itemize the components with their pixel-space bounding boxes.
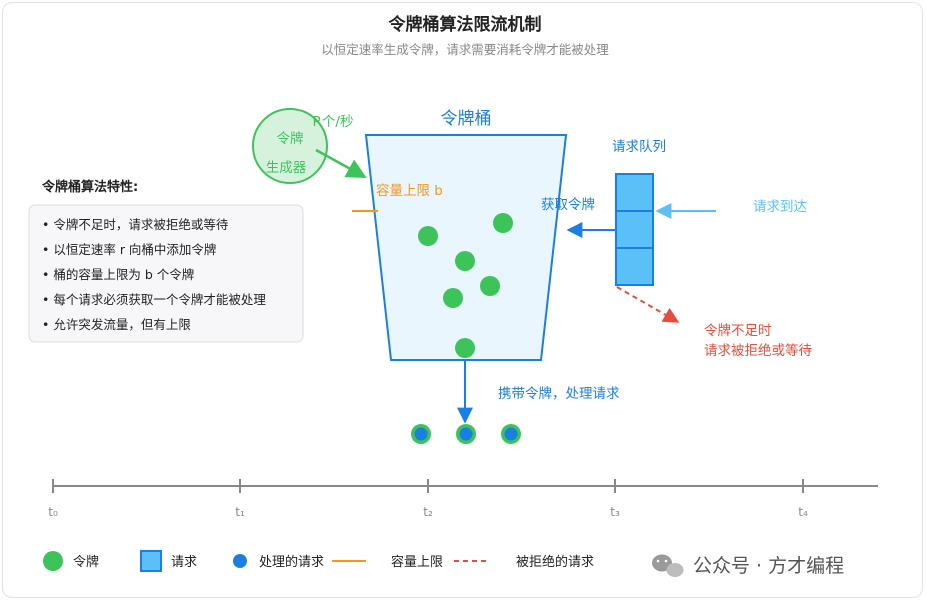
token (480, 276, 500, 296)
bucket-label: 令牌桶 (441, 109, 492, 129)
reject-label-line1: 令牌不足时 (704, 322, 772, 339)
generator-label-line1: 令牌 (277, 130, 304, 147)
queue-label: 请求队列 (612, 139, 666, 155)
feature-item: • 以恒定速率 r 向桶中添加令牌 (42, 242, 216, 257)
page-subtitle: 以恒定速率生成令牌，请求需要消耗令牌才能被处理 (321, 42, 609, 57)
timeline-tick-label: t₁ (235, 505, 245, 519)
carry-token-label: 携带令牌，处理请求 (498, 385, 620, 402)
legend-processed-swatch (233, 554, 247, 568)
reject-arrow (616, 286, 680, 323)
capacity-label: 容量上限 b (376, 182, 443, 199)
timeline-tick-label: t₀ (48, 505, 58, 519)
token-generator-circle (252, 108, 328, 184)
generator-to-bucket-arrow (315, 148, 367, 179)
request-arrival-label: 请求到达 (753, 199, 807, 215)
page-title: 令牌桶算法限流机制 (389, 14, 542, 35)
features-panel (28, 204, 304, 343)
legend-request-label: 请求 (171, 555, 197, 570)
token (443, 288, 463, 308)
timeline-ticks (52, 479, 804, 493)
feature-item: • 每个请求必须获取一个令牌才能被处理 (42, 292, 266, 307)
generator-rate-label: R个/秒 (313, 114, 354, 130)
token (418, 226, 438, 246)
legend-capacity-label: 容量上限 (391, 554, 443, 570)
feature-item: • 允许突发流量，但有上限 (42, 317, 191, 332)
legend-token-swatch (43, 551, 63, 571)
legend-rejected-label: 被拒绝的请求 (516, 554, 594, 570)
processed-request (501, 424, 521, 444)
processed-request (456, 424, 476, 444)
legend-token-label: 令牌 (73, 554, 99, 570)
feature-item: • 令牌不足时，请求被拒绝或等待 (42, 217, 229, 232)
timeline-tick-label: t₃ (610, 505, 620, 519)
queued-request (615, 247, 654, 286)
features-title: 令牌桶算法特性: (42, 179, 138, 195)
legend-processed-label: 处理的请求 (259, 554, 324, 570)
reject-label-line2: 请求被拒绝或等待 (704, 342, 812, 359)
timeline-tick-label: t₂ (423, 505, 433, 519)
queued-request (615, 210, 654, 249)
generator-label-line2: 生成器 (266, 160, 307, 176)
token (493, 213, 513, 233)
watermark-text: 公众号 · 方才编程 (693, 555, 844, 577)
timeline-tick-label: t₄ (798, 505, 808, 519)
token (455, 251, 475, 271)
wechat-icon (652, 554, 684, 577)
fetch-token-label: 获取令牌 (541, 196, 595, 213)
legend-request-swatch (140, 550, 162, 572)
queued-request (615, 173, 654, 212)
token (455, 338, 475, 358)
feature-item: • 桶的容量上限为 b 个令牌 (42, 267, 194, 282)
processed-request (411, 424, 431, 444)
token-bucket (364, 134, 568, 361)
